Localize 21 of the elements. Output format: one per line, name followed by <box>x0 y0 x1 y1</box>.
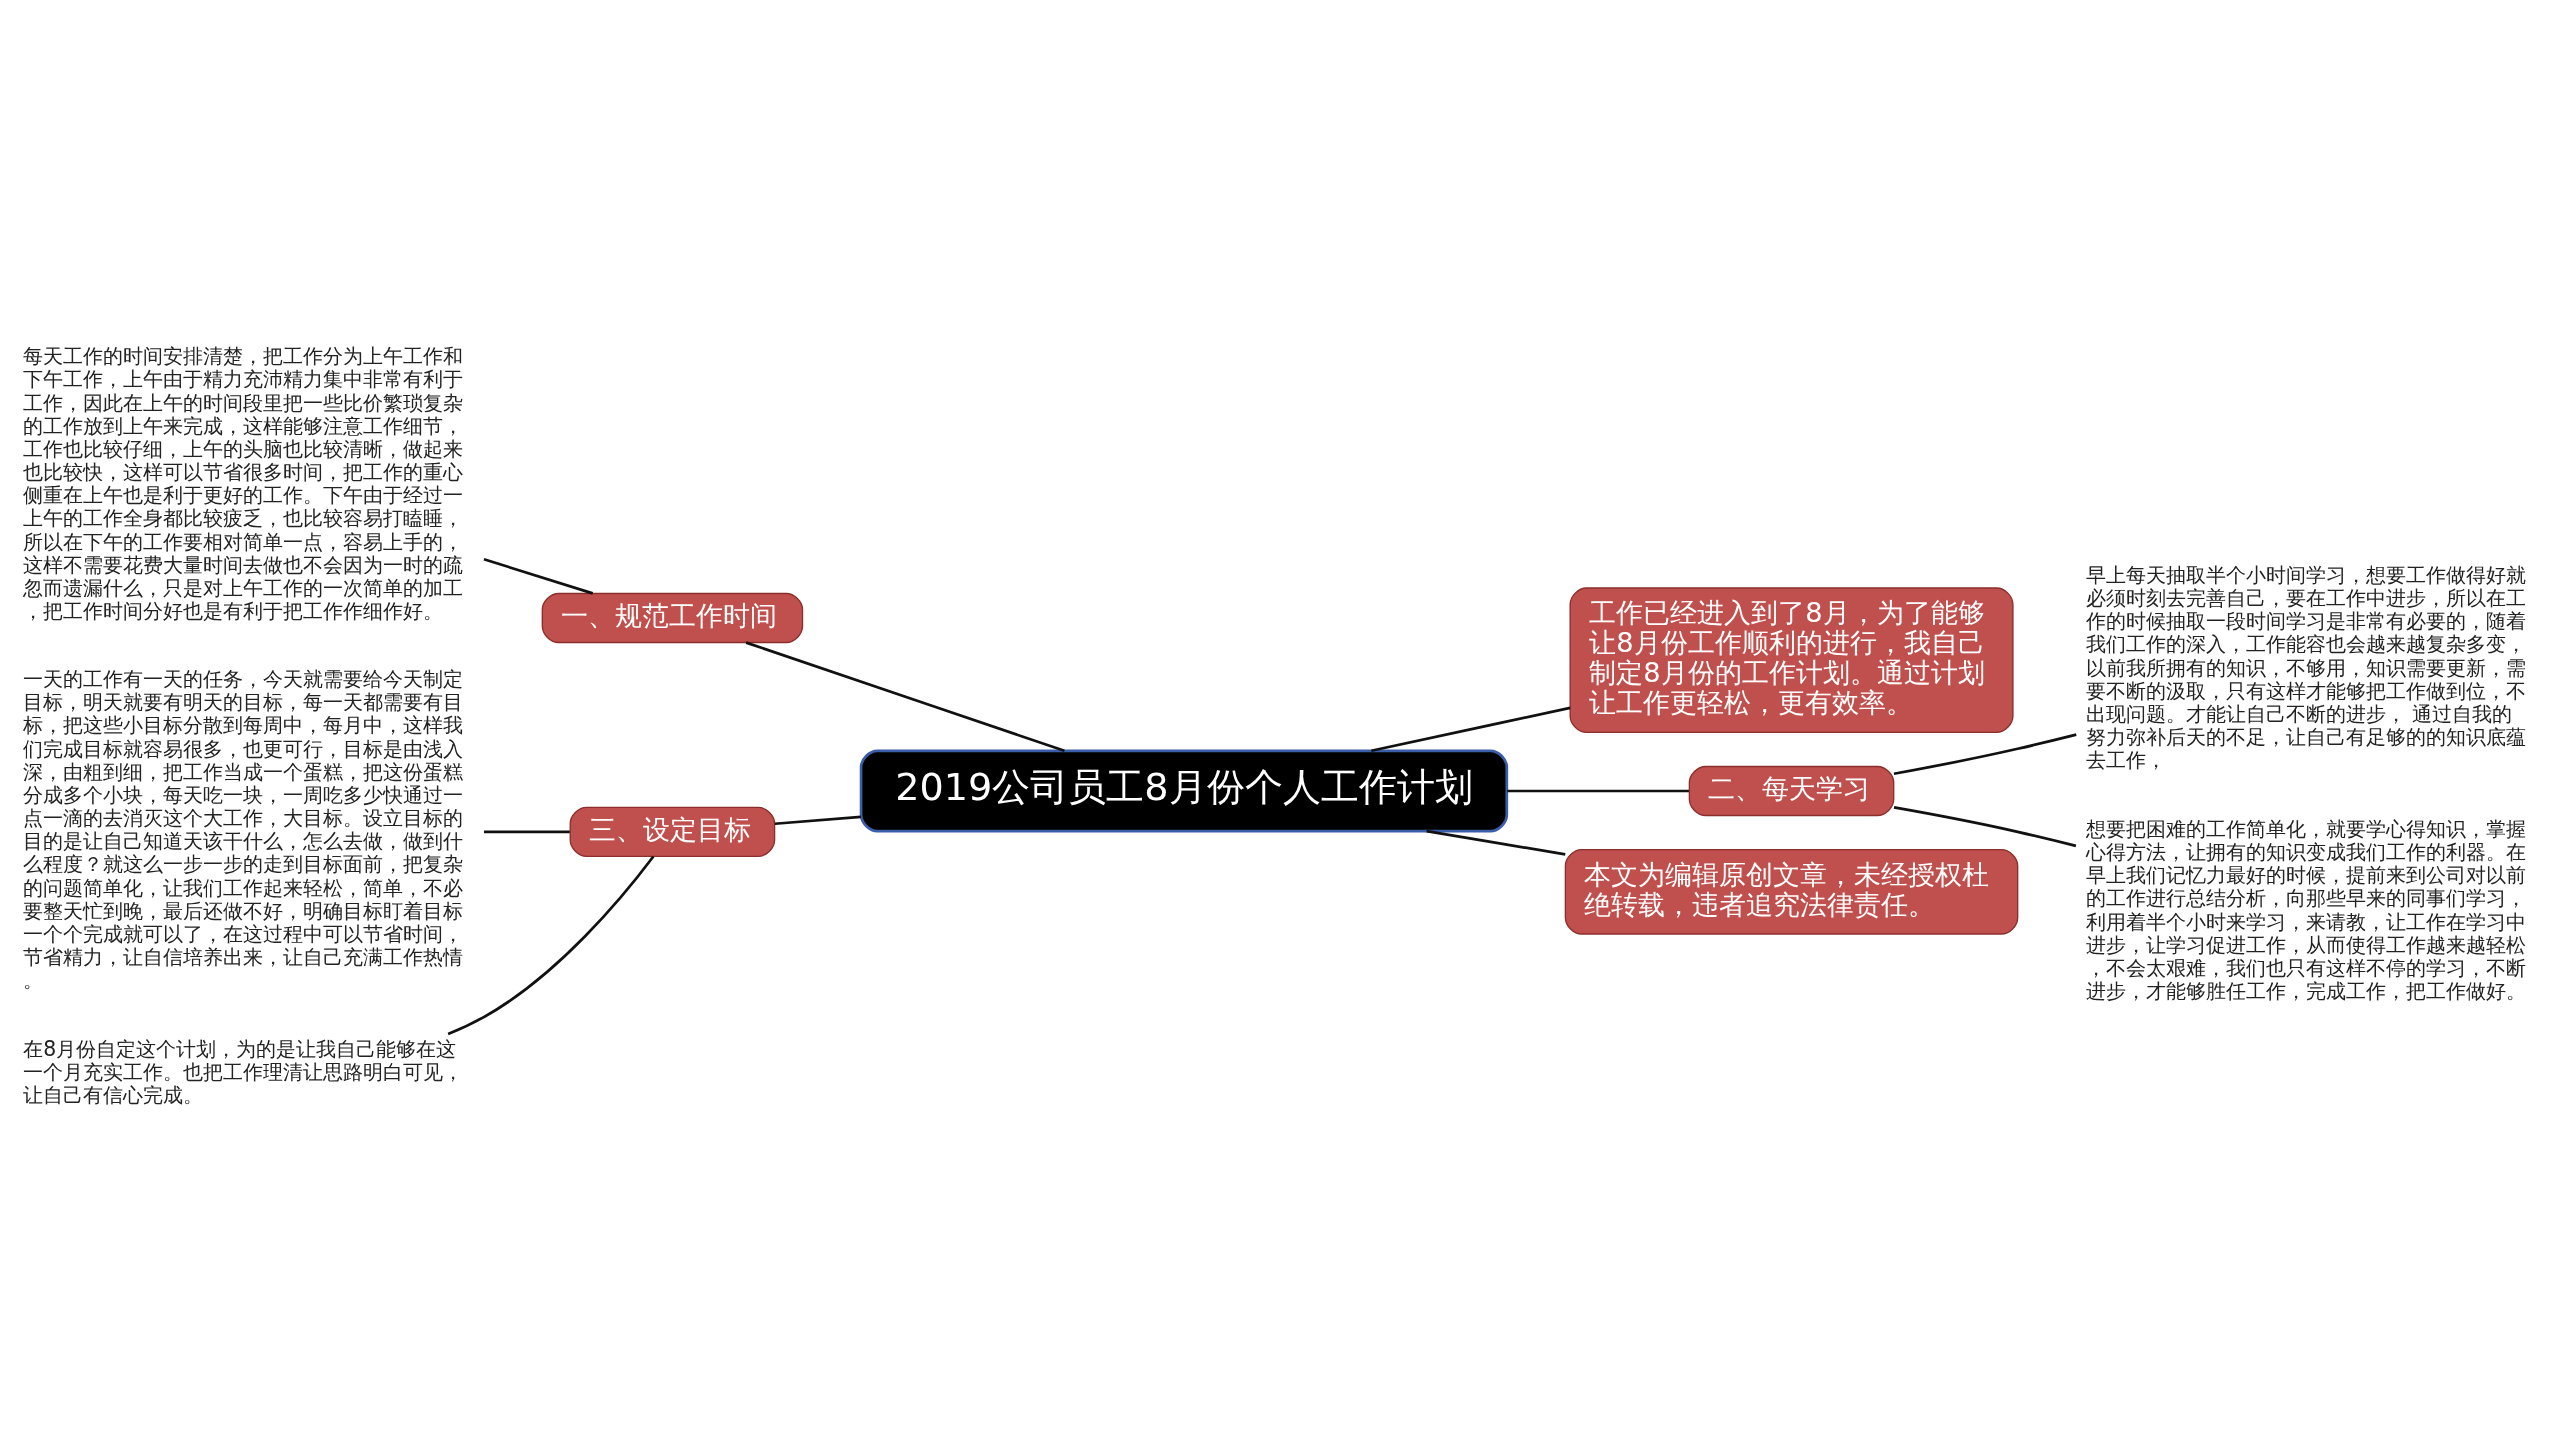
connector <box>1426 829 1566 856</box>
connector <box>1371 705 1571 752</box>
connector <box>483 557 594 595</box>
node-text: 每天工作的时间安排清楚，把工作分为上午工作和下午工作，上午由于精力充沛精力集中非常有利于工作，因此在上午的时间段里把一些比价繁琐复杂的工作放到上午来完成，这样能够注意工作细节，工作也比较仔细，上午的头脑也比较清晰，做起来也比较快，这样可以节省很多时间，把工作的重心侧重在上午也是利于更好的工作。下午由于经过一上午的工作全身都比较疲乏，也比较容易打瞌睡，所以在下午的工作要相对简单一点，容易上手的，这样不需要花费大量时间去做也不会因为一时的疏忽而遗漏什么，只是对上午工作的一次简单的加工，把工作时间分好也是有利于把工作作细作好。 <box>23 343 464 623</box>
connector <box>1893 805 2077 847</box>
node-text: 在8月份自定这个计划，为的是让我自己能够在这一个月充实工作。也把工作理清让思路明白可见，让自己有信心完成。 <box>23 1036 464 1107</box>
connector <box>447 855 655 1035</box>
node-box: 二、每天学习 <box>1688 765 1895 816</box>
connector <box>774 815 862 825</box>
connector <box>745 640 1065 752</box>
node-box: 本文为编辑原创文章，未经授权杜绝转载，违者追究法律责任。 <box>1564 848 2019 935</box>
node-box: 工作已经进入到了8月，为了能够让8月份工作顺利的进行，我自己制定8月份的工作计划。通过计划让工作更轻松，更有效率。 <box>1569 586 2014 733</box>
node-box: 2019公司员工8月份个人工作计划 <box>859 748 1509 833</box>
connector <box>1893 732 2077 775</box>
connector <box>483 830 570 833</box>
node-text: 早上每天抽取半个小时间学习，想要工作做得好就必须时刻去完善自己，要在工作中进步，所以在工作的时候抽取一段时间学习是非常有必要的，随着我们工作的深入，工作能容也会越来越复杂多变，以前我所拥有的知识，不够用，知识需要更新，需要不断的汲取，只有这样才能够把工作做到位，不出现问题。才能让自己不断的进步， 通过自我的努力弥补后天的不足，让自己有足够的的知识底蕴去工作， <box>2085 562 2526 772</box>
node-box: 一、规范工作时间 <box>541 592 804 643</box>
node-text: 想要把困难的工作简单化，就要学心得知识，掌握心得方法，让拥有的知识变成我们工作的利器。在早上我们记忆力最好的时候，提前来到公司对以前的工作进行总结分析，向那些早来的同事们学习，利用着半个小时来学习，来请教，让工作在学习中进步，让学习促进工作，从而使得工作越来越轻松，不会太艰难，我们也只有这样不停的学习，不断进步，才能够胜任工作，完成工作，把工作做好。 <box>2085 816 2526 1003</box>
node-box: 三、设定目标 <box>569 806 776 857</box>
node-text: 一天的工作有一天的任务，今天就需要给今天制定目标，明天就要有明天的目标，每一天都需要有目标，把这些小目标分散到每周中，每月中，这样我们完成目标就容易很多，也更可行，目标是由浅入深，由粗到细，把工作当成一个蛋糕，把这份蛋糕分成多个小块，每天吃一块，一周吃多少快通过一点一滴的去消灭这个大工作，大目标。设立目标的目的是让自己知道天该干什么，怎么去做，做到什么程度？就这么一步一步的走到目标面前，把复杂的问题简单化，让我们工作起来轻松，简单，不必要整天忙到晚，最后还做不好，明确目标盯着目标一个个完成就可以了，在这过程中可以节省时间，节省精力，让自信培养出来，让自己充满工作热情。 <box>23 666 464 992</box>
connector <box>1507 789 1689 792</box>
